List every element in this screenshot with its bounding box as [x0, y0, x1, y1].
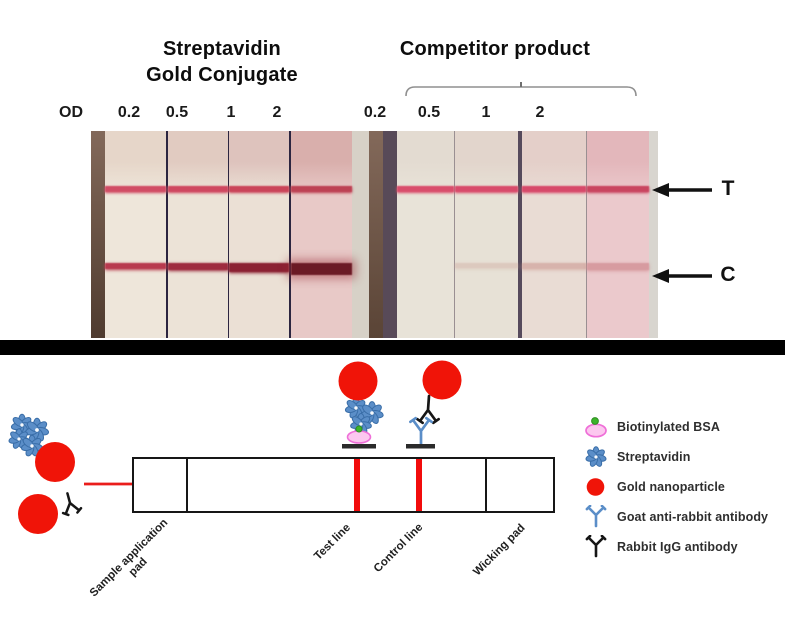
- photo-edge: [368, 131, 383, 338]
- test-strip-right-od-0.5: [454, 131, 518, 338]
- od-value-left-1: 0.2: [117, 104, 141, 121]
- biotinylated-bsa-icon: [346, 430, 372, 444]
- legend-label: Goat anti-rabbit antibody: [617, 510, 769, 524]
- legend-item-biotinylated-bsa: Biotinylated BSA: [584, 416, 768, 438]
- test-strip-right-od-1: [521, 131, 586, 338]
- photo-test-line: [229, 185, 289, 193]
- photo-test-line: [454, 185, 518, 193]
- legend-item-goat-anti-rabbit-antibody: Goat anti-rabbit antibody: [584, 505, 769, 529]
- goat-anti-rabbit-antibody-icon: [409, 416, 433, 446]
- wicking-pad-label: Wicking pad: [471, 521, 528, 579]
- strip-separator: [227, 131, 229, 338]
- legend-label: Biotinylated BSA: [617, 420, 720, 434]
- right-group-title: Competitor product: [399, 38, 591, 60]
- photo-control-line: [167, 263, 228, 271]
- rabbit-igg-antibody-icon: [584, 535, 608, 559]
- test-line-letter: T: [721, 177, 735, 200]
- control-line-label: Control line: [371, 521, 426, 575]
- photo-control-line: [397, 263, 454, 267]
- test-strips-photo: [91, 131, 658, 338]
- gold-nanoparticle-icon: [35, 442, 75, 482]
- legend-label: Streptavidin: [617, 450, 691, 464]
- sample-complex-illustration: [8, 413, 83, 534]
- test-strip-right-od-2: [586, 131, 649, 338]
- od-value-right-2: 0.5: [417, 104, 441, 121]
- photo-test-line: [167, 185, 228, 193]
- test-line-arrow: [652, 183, 712, 197]
- photo-edge: [453, 131, 455, 338]
- test-line-label: Test line: [312, 521, 353, 563]
- wicking-pad-divider: [485, 459, 487, 511]
- legend-label: Gold nanoparticle: [617, 480, 725, 494]
- control-line-letter: C: [720, 263, 736, 286]
- control-line-complex-illustration: [406, 360, 462, 449]
- photo-edge: [382, 131, 397, 338]
- control-line-arrow: [652, 269, 712, 283]
- test-strip-left-od-0.5: [167, 131, 228, 338]
- test-strip-left-od-0.2: [105, 131, 166, 338]
- od-value-left-3: 1: [226, 104, 236, 121]
- test-strip-left-od-2: [290, 131, 352, 338]
- photo-control-line: [521, 263, 586, 270]
- legend-item-streptavidin: Streptavidin: [584, 446, 768, 468]
- photo-edge: [648, 131, 658, 338]
- goat-anti-rabbit-antibody-icon: [584, 505, 608, 529]
- photo-test-line: [586, 185, 649, 193]
- od-value-left-2: 0.5: [165, 104, 189, 121]
- od-value-right-4: 2: [535, 104, 545, 121]
- test-strip-left-od-1: [229, 131, 289, 338]
- left-group-title-line2: Gold Conjugate: [146, 64, 298, 86]
- photo-test-line: [290, 185, 352, 193]
- photo-control-line: [229, 263, 289, 273]
- test-strip-right-od-0.2: [396, 131, 454, 338]
- left-group-title: Streptavidin Gold Conjugate: [97, 36, 347, 88]
- rabbit-igg-antibody-icon: [416, 394, 440, 425]
- od-row-label: OD: [59, 104, 83, 121]
- gold-nanoparticle-icon: [18, 494, 58, 534]
- gold-nanoparticle-icon: [338, 361, 378, 401]
- streptavidin-icon: [584, 445, 608, 469]
- legend-label: Rabbit IgG antibody: [617, 540, 738, 554]
- photo-control-line: [290, 263, 352, 276]
- biotinylated-bsa-icon: [584, 415, 608, 439]
- od-value-right-1: 0.2: [363, 104, 387, 121]
- lateral-flow-strip-schematic: [132, 457, 555, 513]
- photo-control-line: [105, 263, 166, 270]
- legend-item-rabbit-igg-antibody: Rabbit IgG antibody: [584, 535, 768, 559]
- test-line-complex-illustration: [338, 361, 384, 449]
- left-group-title-line1: Streptavidin: [163, 38, 281, 60]
- photo-test-line: [521, 185, 586, 193]
- photo-edge: [91, 131, 105, 338]
- photo-edge: [517, 131, 522, 338]
- legend-item-gold-nanoparticle: Gold nanoparticle: [584, 476, 768, 498]
- control-line-mark: [416, 459, 422, 511]
- photo-test-line: [396, 185, 454, 193]
- strip-separator: [289, 131, 291, 338]
- od-value-left-4: 2: [272, 104, 282, 121]
- sample-pad-divider: [186, 459, 188, 511]
- photo-control-line: [586, 263, 649, 271]
- gold-nanoparticle-icon: [584, 475, 608, 499]
- test-line-mark: [354, 459, 360, 511]
- od-value-right-3: 1: [481, 104, 491, 121]
- competitor-bracket: [405, 82, 637, 97]
- photo-test-line: [105, 185, 166, 193]
- biotin-icon: [355, 425, 363, 433]
- panel-divider-bar: [0, 340, 785, 355]
- photo-edge: [585, 131, 587, 338]
- rabbit-igg-antibody-icon: [61, 492, 83, 517]
- gold-nanoparticle-icon: [422, 360, 462, 400]
- strip-separator: [166, 131, 168, 338]
- photo-edge: [351, 131, 369, 338]
- photo-control-line: [454, 263, 518, 269]
